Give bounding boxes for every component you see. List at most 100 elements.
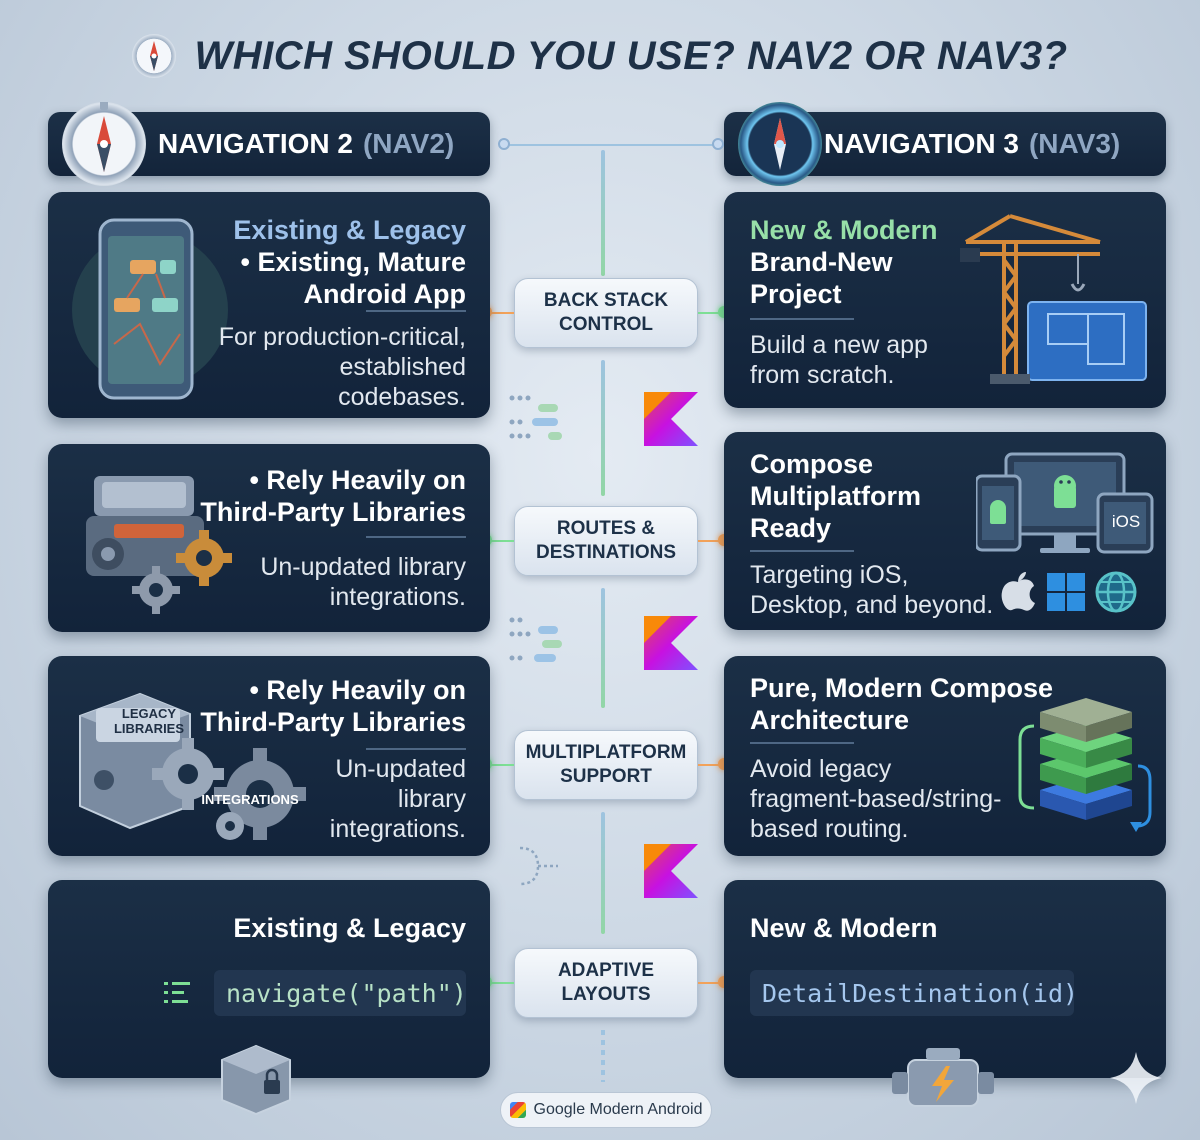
apple-icon [1001, 572, 1035, 611]
footer-text: Google Modern Android [533, 1101, 703, 1118]
card-bullet-line: • Rely Heavily on [249, 675, 466, 705]
card-body-line: Build a new app [750, 331, 928, 359]
divider [750, 742, 854, 744]
code-snippet: navigate("path") [214, 970, 467, 1016]
spine-label-back-stack: BACK STACK CONTROL [514, 278, 698, 348]
google-logo-icon [509, 1102, 526, 1118]
card-body-line: fragment-based/string- [750, 785, 1002, 813]
globe-icon [1095, 571, 1137, 613]
card-bullet-line: Android App [303, 279, 466, 309]
card-body-line: codebases. [338, 383, 466, 411]
card-bullet-line: • Existing, Mature [240, 247, 467, 277]
card-body-line: Targeting iOS, [750, 561, 909, 589]
timeline-spine [601, 812, 605, 934]
card-body-line: integrations. [329, 815, 466, 843]
connector-line [486, 764, 514, 766]
gear-icon [79, 692, 306, 840]
spine-label-line: DESTINATIONS [535, 542, 677, 563]
connector-line [698, 764, 724, 766]
timeline-spine [601, 588, 605, 708]
kotlin-logo-icon [644, 392, 698, 446]
spine-label-line: CONTROL [559, 314, 653, 335]
card-body-line: integrations. [329, 583, 466, 611]
timeline-spine [601, 150, 605, 276]
card-title-line: Pure, Modern Compose [750, 673, 1054, 703]
divider [366, 310, 466, 312]
illustration-label: LIBRARIES [113, 721, 185, 736]
divider [750, 550, 854, 552]
kotlin-logo-icon [644, 616, 698, 670]
compass-icon [132, 34, 177, 78]
spine-label-line: ROUTES & [556, 518, 656, 539]
card-body-line: based routing. [750, 815, 909, 843]
code-lines-icon [164, 982, 190, 1003]
footer-badge: Google Modern Android [500, 1092, 712, 1128]
nav2-card-integrations: LEGACY LIBRARIES INTEGRATIONS • Rely Hea… [48, 656, 490, 856]
card-title-line: Compose [750, 449, 874, 479]
compass-icon [738, 102, 822, 186]
card-title-line: Architecture [750, 705, 910, 735]
card-title-line: Multiplatform [750, 481, 921, 511]
spine-label-line: SUPPORT [560, 766, 652, 787]
spine-label-multiplatform: MULTIPLATFORM SUPPORT [514, 730, 698, 800]
connector-line [698, 312, 724, 314]
connector-line [698, 982, 724, 984]
card-heading: New & Modern [750, 913, 938, 943]
nav3-card-compose-arch: Pure, Modern Compose Architecture Avoid … [724, 656, 1166, 856]
kotlin-logo-icon [644, 844, 698, 898]
compass-icon [62, 100, 146, 186]
divider [750, 318, 854, 320]
card-body-line: Avoid legacy [750, 755, 892, 783]
illustration-label: LEGACY [121, 706, 177, 721]
spine-label-line: MULTIPLATFORM [525, 742, 687, 763]
phone-icon [72, 218, 228, 400]
card-title-line: Ready [750, 513, 832, 543]
lock-box-icon [221, 1044, 291, 1116]
nav2-card-existing: Existing & Legacy • Existing, Mature And… [48, 192, 490, 418]
crane-icon [960, 214, 1147, 384]
card-body-line: Desktop, and beyond. [750, 591, 994, 619]
connector-dot [712, 138, 724, 150]
card-body-line: Un-updated [335, 755, 466, 783]
illustration-label: INTEGRATIONS [201, 792, 299, 807]
page-title: WHICH SHOULD YOU USE? NAV2 OR NAV3? [194, 33, 1068, 78]
spine-label-line: BACK STACK [543, 290, 669, 311]
card-body-line: from scratch. [750, 361, 895, 389]
sparkle-icon [1110, 1052, 1162, 1104]
card-body-line: library [397, 785, 466, 813]
windows-icon [1047, 573, 1085, 611]
timeline-spine [601, 360, 605, 496]
spine-label-line: LAYOUTS [561, 984, 651, 1005]
data-stream-icon [509, 395, 562, 440]
page-title-row: WHICH SHOULD YOU USE? NAV2 OR NAV3? [0, 28, 1200, 84]
engine-icon [86, 476, 232, 614]
illustration-label: iOS [1111, 512, 1141, 531]
header-connector [504, 144, 724, 146]
nav2-header-title: NAVIGATION 2 [158, 128, 353, 159]
connector-line [486, 540, 514, 542]
nav3-header-title: NAVIGATION 3 [824, 128, 1019, 159]
timeline-spine-dotted [601, 1030, 605, 1082]
card-bullet-line: Third-Party Libraries [200, 497, 466, 527]
divider [366, 748, 466, 750]
card-bullet-line: • Rely Heavily on [249, 465, 466, 495]
spine-label-routes: ROUTES & DESTINATIONS [514, 506, 698, 576]
card-heading: New & Modern [750, 215, 938, 245]
card-heading: Existing & Legacy [233, 913, 466, 943]
branch-icon [519, 846, 558, 886]
connector-line [698, 540, 724, 542]
nav2-header-tag: (NAV2) [362, 128, 455, 159]
code-snippet: DetailDestination(id) [750, 970, 1078, 1016]
connector-line [486, 982, 514, 984]
data-stream-icon [509, 617, 562, 662]
android-icon [976, 452, 1154, 554]
card-heading: Existing & Legacy [233, 215, 466, 245]
card-body-line: Un-updated library [260, 553, 466, 581]
layers-icon [1018, 698, 1152, 832]
card-title-line: Brand-New [750, 247, 893, 277]
spine-label-line: ADAPTIVE [557, 960, 655, 981]
nav3-card-new-project: New & Modern Brand-New Project Build a n… [724, 192, 1166, 408]
spine-label-adaptive: ADAPTIVE LAYOUTS [514, 948, 698, 1018]
card-body-line: established [339, 353, 466, 381]
card-body-line: For production-critical, [218, 323, 466, 351]
